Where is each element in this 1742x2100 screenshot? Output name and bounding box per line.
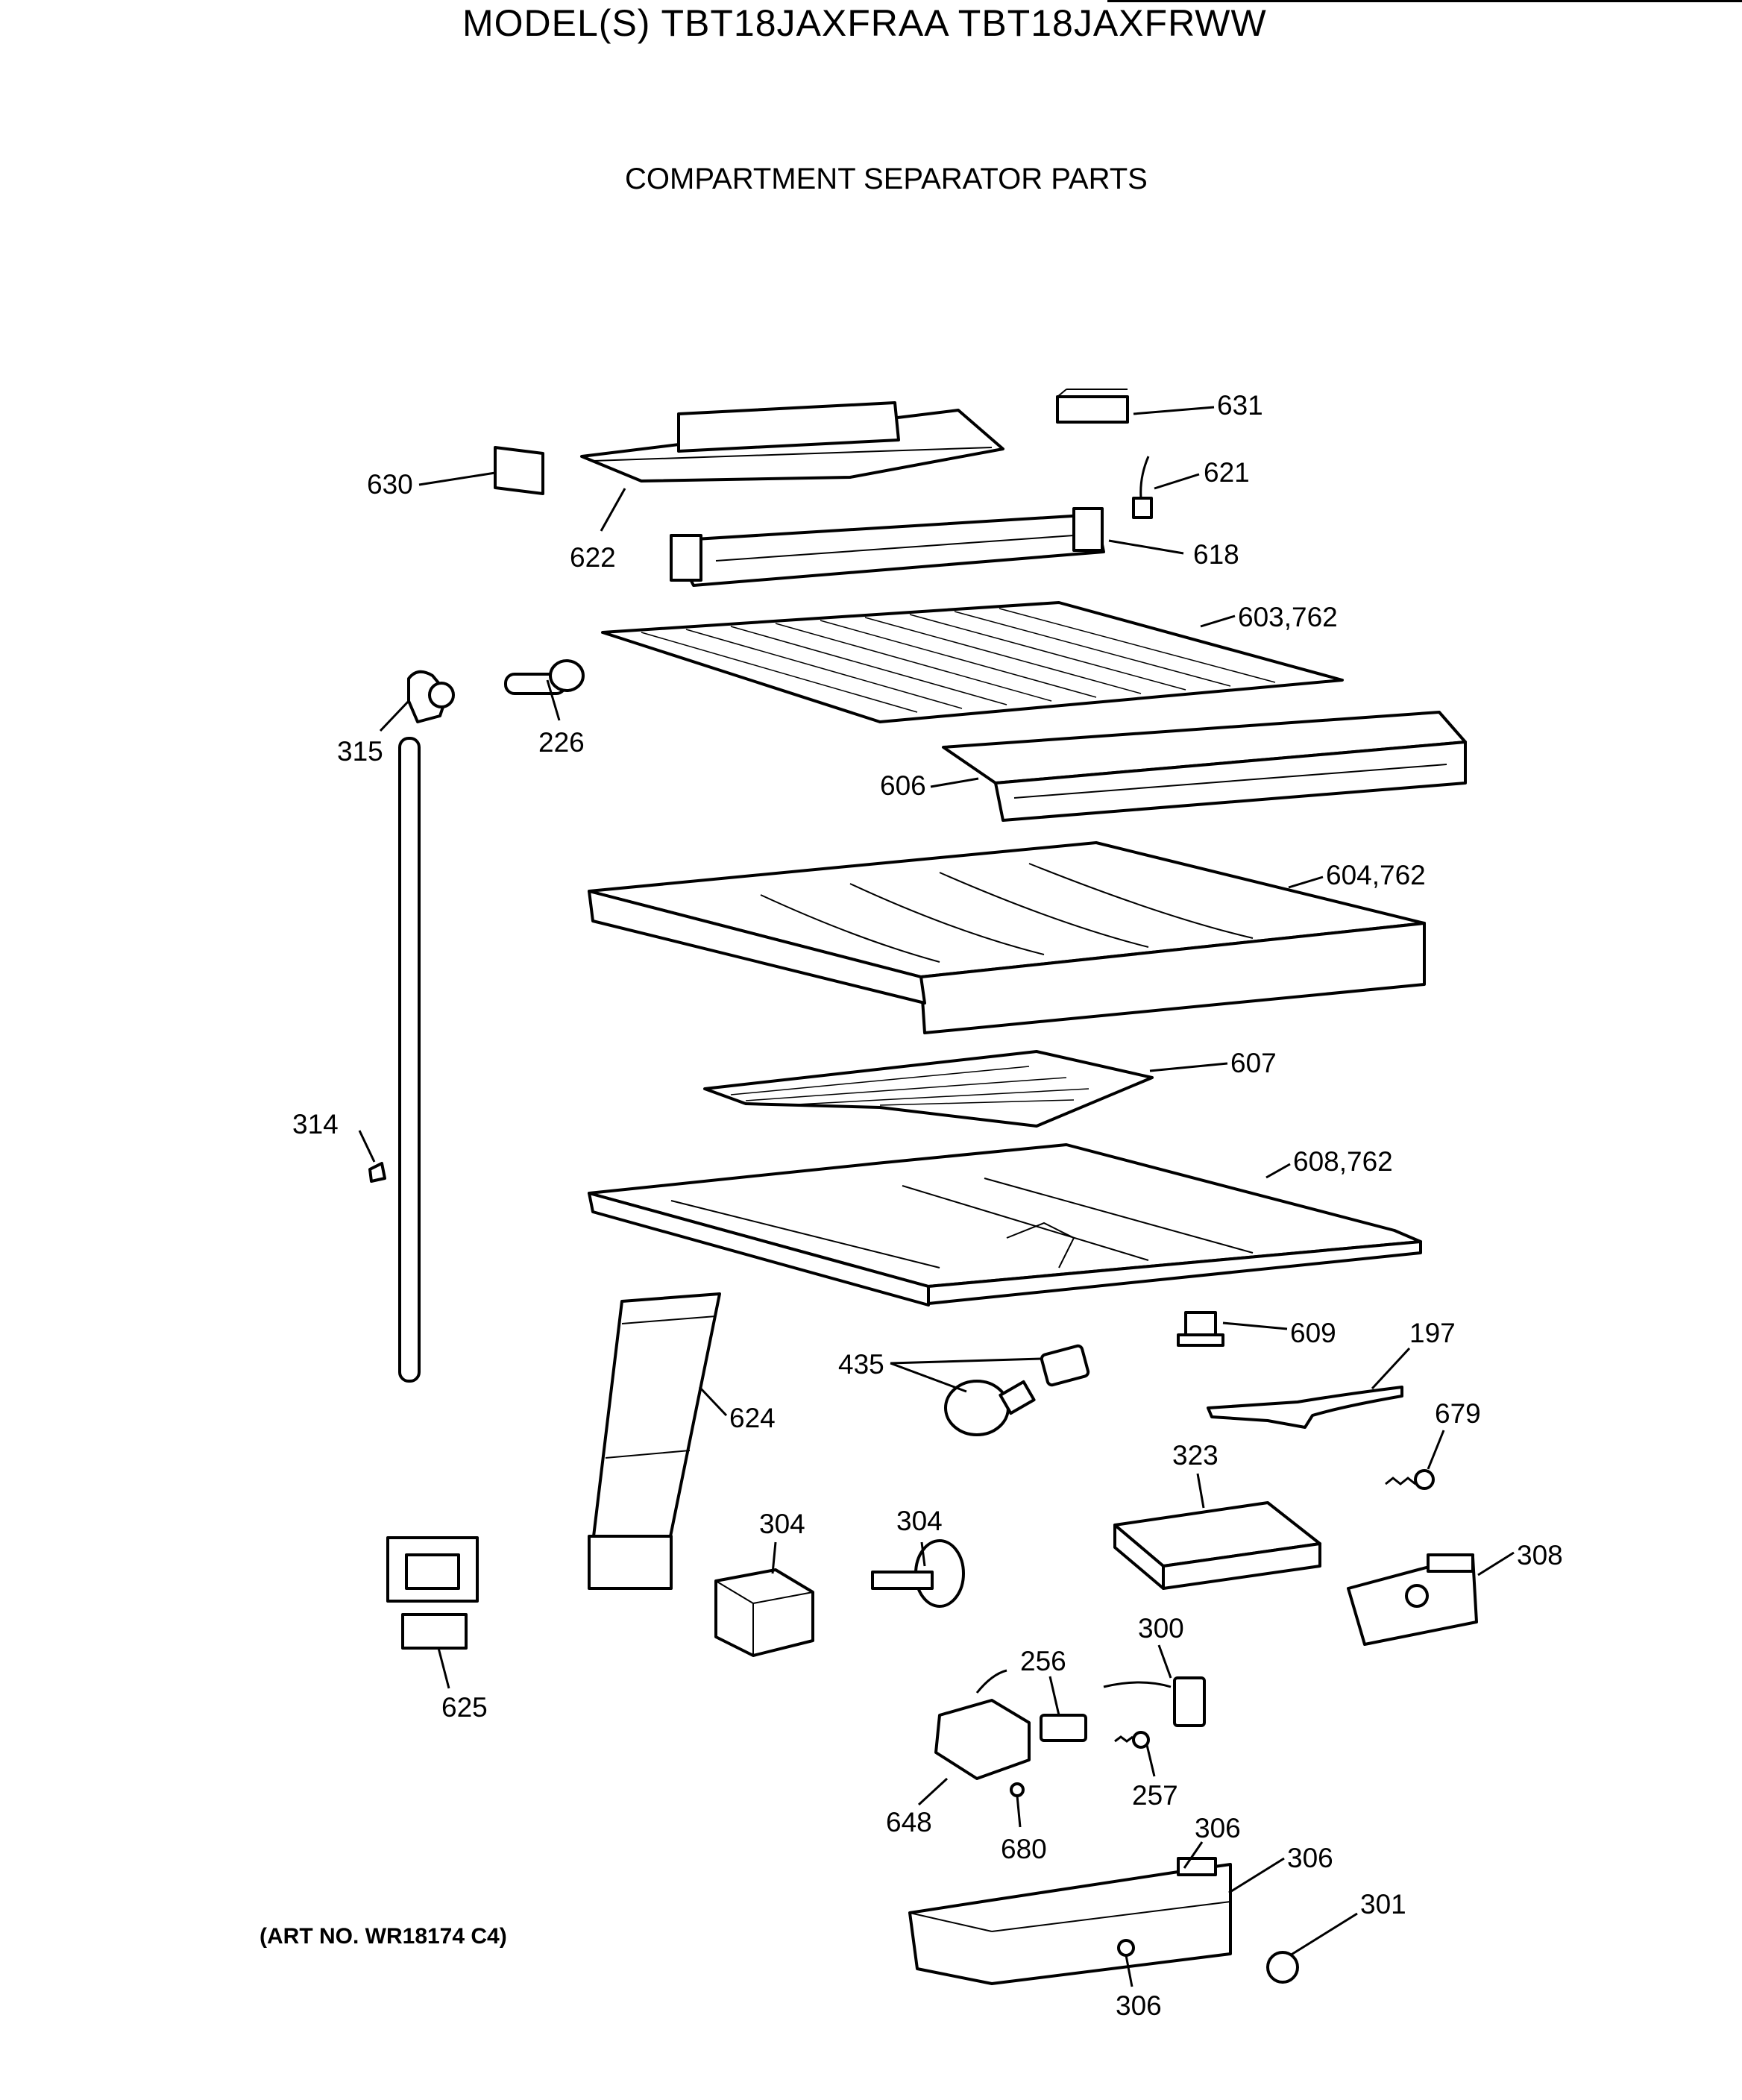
label-630: 630 xyxy=(367,469,413,500)
part-256-switch xyxy=(1040,1714,1087,1742)
label-197: 197 xyxy=(1409,1318,1456,1348)
part-435-bulb xyxy=(944,1380,1036,1436)
label-435: 435 xyxy=(838,1349,884,1380)
label-256: 256 xyxy=(1020,1646,1066,1676)
label-308: 308 xyxy=(1517,1540,1563,1571)
label-679: 679 xyxy=(1435,1398,1481,1429)
part-621-sensor xyxy=(1132,456,1153,519)
part-197-strip xyxy=(1207,1386,1403,1429)
label-226: 226 xyxy=(538,727,585,758)
part-604-separator xyxy=(588,841,1426,1034)
part-301-knob xyxy=(1266,1951,1299,1984)
part-625-handle xyxy=(386,1536,479,1650)
part-226-grommet xyxy=(504,659,585,695)
part-603-slats xyxy=(641,608,1276,713)
label-607: 607 xyxy=(1230,1048,1277,1078)
label-604: 604,762 xyxy=(1326,860,1426,890)
label-315: 315 xyxy=(337,736,383,767)
label-314: 314 xyxy=(292,1109,339,1139)
part-607-mesh-pattern xyxy=(730,1066,1089,1106)
label-609: 609 xyxy=(1290,1318,1336,1348)
part-609-clip xyxy=(1177,1311,1224,1347)
label-301: 301 xyxy=(1360,1889,1406,1920)
callout-labels: 631 630 621 622 618 603,762 315 226 606 … xyxy=(292,390,1563,2021)
label-680: 680 xyxy=(1001,1834,1047,1864)
label-306b: 306 xyxy=(1287,1843,1333,1873)
part-680-screw xyxy=(1010,1782,1025,1797)
part-257-screw xyxy=(1114,1731,1150,1749)
leader-lines xyxy=(358,406,1515,1987)
part-304-housing xyxy=(714,1568,814,1657)
part-314-tube xyxy=(368,737,421,1383)
label-603: 603,762 xyxy=(1238,602,1338,632)
label-625: 625 xyxy=(441,1692,488,1723)
part-648-motor xyxy=(934,1669,1031,1780)
part-308-plate xyxy=(1347,1553,1478,1646)
label-648: 648 xyxy=(886,1807,932,1838)
art-number: (ART NO. WR18174 C4) xyxy=(260,1924,507,1949)
part-631-block xyxy=(1056,389,1129,424)
label-323: 323 xyxy=(1172,1440,1219,1471)
part-618-rail xyxy=(670,507,1105,587)
label-306c: 306 xyxy=(1116,1990,1162,2021)
label-304b: 304 xyxy=(896,1506,943,1536)
label-624: 624 xyxy=(729,1403,776,1433)
part-304-dial xyxy=(871,1539,965,1608)
label-622: 622 xyxy=(570,542,616,573)
part-608-separator xyxy=(588,1143,1422,1307)
part-300-thermostat xyxy=(1103,1676,1206,1727)
part-606-trim xyxy=(942,711,1467,822)
label-606: 606 xyxy=(880,770,926,801)
label-306a: 306 xyxy=(1195,1813,1241,1843)
part-435-socket xyxy=(1040,1344,1090,1387)
part-630-block xyxy=(494,446,544,495)
part-624-panel xyxy=(588,1292,721,1590)
diagram-subtitle: COMPARTMENT SEPARATOR PARTS xyxy=(625,163,1148,195)
model-title: MODEL(S) TBT18JAXFRAA TBT18JAXFRWW xyxy=(462,2,1267,44)
part-323-bracket xyxy=(1113,1501,1321,1590)
label-621: 621 xyxy=(1204,457,1250,488)
label-304a: 304 xyxy=(759,1509,805,1539)
part-622-duct-cover xyxy=(580,401,1004,482)
part-607-mesh xyxy=(703,1050,1154,1128)
part-315-hinge xyxy=(407,670,455,723)
label-300: 300 xyxy=(1138,1613,1184,1644)
label-618: 618 xyxy=(1193,539,1239,570)
label-608: 608,762 xyxy=(1293,1146,1393,1177)
part-306-housing xyxy=(908,1857,1232,1985)
header-rule xyxy=(1107,0,1742,2)
part-603-shelf xyxy=(601,601,1344,723)
part-679-screw xyxy=(1385,1469,1435,1490)
label-257: 257 xyxy=(1132,1780,1178,1811)
label-631: 631 xyxy=(1217,390,1263,421)
